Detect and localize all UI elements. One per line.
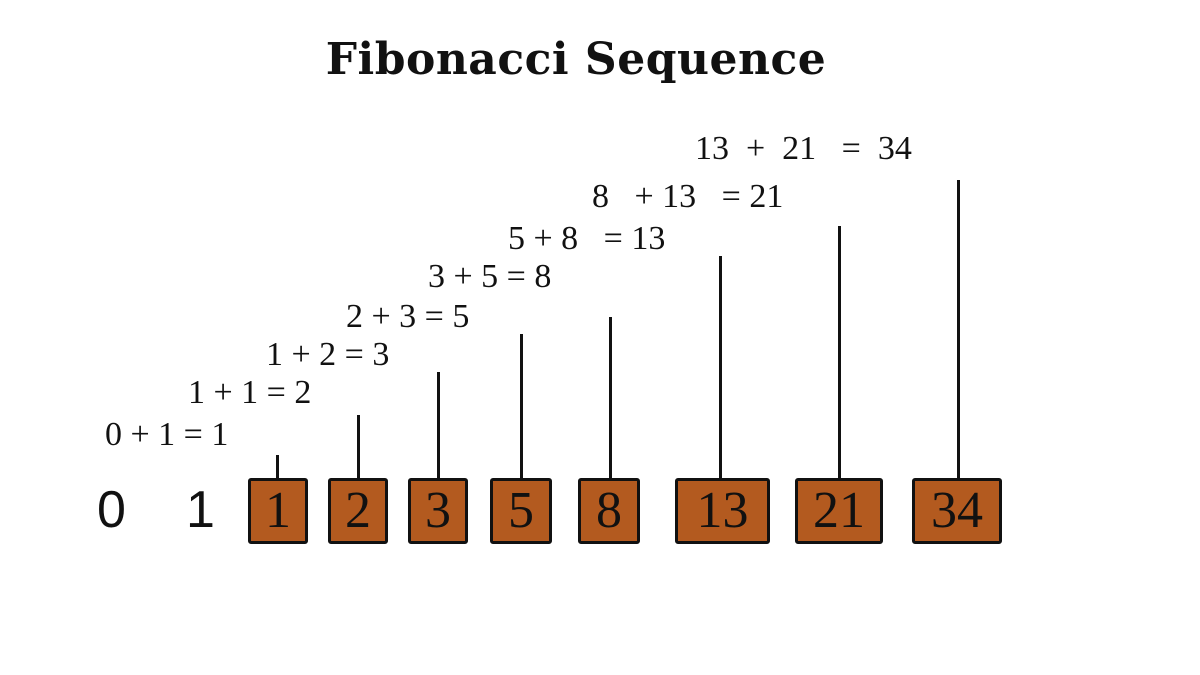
- equation-8: 13 + 21 = 34: [695, 130, 912, 167]
- sequence-box: 3: [408, 478, 468, 544]
- equation-5: 3 + 5 = 8: [428, 258, 552, 295]
- diagram-title: Fibonacci Sequence: [325, 34, 827, 85]
- sequence-box: 5: [490, 478, 552, 544]
- sequence-box: 8: [578, 478, 640, 544]
- sequence-number-0: 0: [97, 481, 126, 539]
- sequence-box: 2: [328, 478, 388, 544]
- sequence-box: 34: [912, 478, 1002, 544]
- sequence-box: 1: [248, 478, 308, 544]
- sequence-number-1: 1: [186, 481, 215, 539]
- equation-7: 8 + 13 = 21: [592, 178, 784, 215]
- connector-line: [437, 372, 440, 479]
- connector-line: [719, 256, 722, 479]
- connector-line: [357, 415, 360, 479]
- equation-6: 5 + 8 = 13: [508, 220, 666, 257]
- equation-2: 1 + 1 = 2: [188, 374, 312, 411]
- equation-3: 1 + 2 = 3: [266, 336, 390, 373]
- connector-line: [520, 334, 523, 479]
- connector-line: [838, 226, 841, 479]
- sequence-box: 13: [675, 478, 770, 544]
- connector-line: [609, 317, 612, 479]
- equation-1: 0 + 1 = 1: [105, 416, 229, 453]
- connector-line: [276, 455, 279, 479]
- sequence-box: 21: [795, 478, 883, 544]
- equation-4: 2 + 3 = 5: [346, 298, 470, 335]
- connector-line: [957, 180, 960, 479]
